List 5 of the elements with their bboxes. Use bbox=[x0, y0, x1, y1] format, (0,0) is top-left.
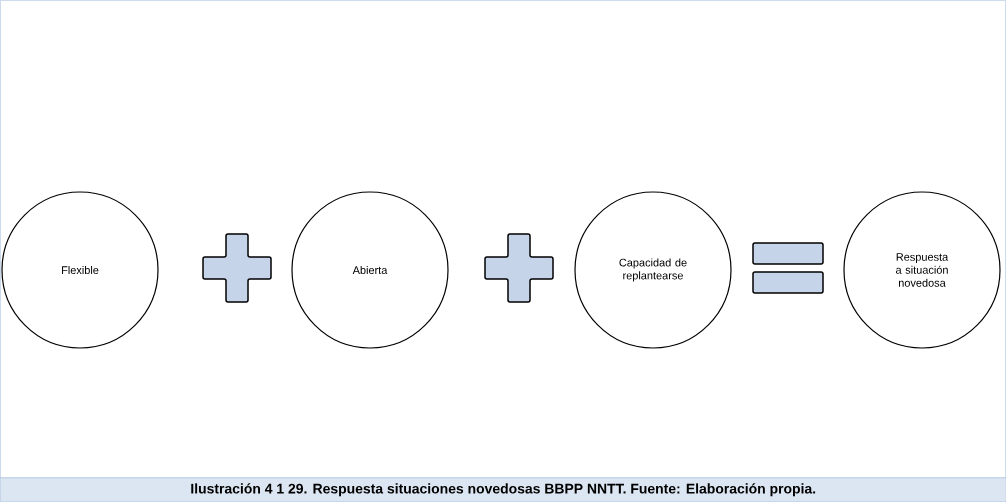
circle-node: Abierta bbox=[291, 191, 449, 349]
circle-node: Respuesta a situación novedosa bbox=[843, 191, 1001, 349]
circle-node: Capacidad de replantearse bbox=[574, 191, 732, 349]
caption: Ilustración 4 1 29. Respuesta situaciones novedosas BBPP NNTT. Fuente: Elaboración propia. bbox=[0, 477, 1006, 502]
circle-node: Flexible bbox=[1, 191, 159, 349]
